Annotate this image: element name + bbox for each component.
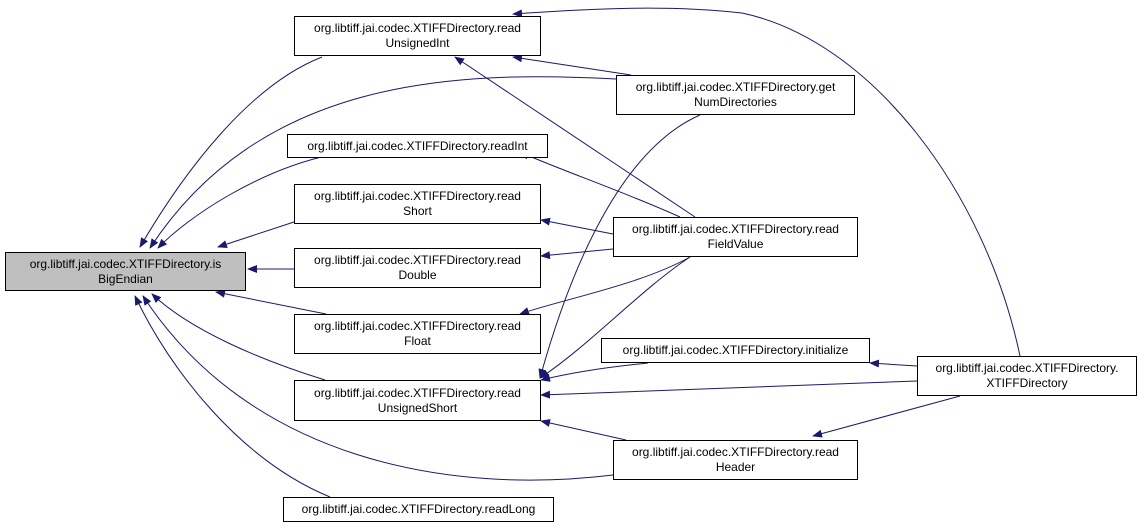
node-readUnsignedInt[interactable]: org.libtiff.jai.codec.XTIFFDirectory.rea… — [294, 16, 541, 56]
edge-readFieldValue-to-readDouble — [540, 248, 614, 260]
node-label-line: BigEndian — [98, 271, 153, 286]
node-getNumDirectories[interactable]: org.libtiff.jai.codec.XTIFFDirectory.get… — [616, 75, 855, 115]
edge-readFieldValue-to-readFloat — [519, 256, 691, 315]
node-label-line: UnsignedInt — [385, 36, 450, 50]
edge-readShort-to-isBigEndian — [217, 221, 295, 248]
node-readFloat[interactable]: org.libtiff.jai.codec.XTIFFDirectory.rea… — [294, 314, 541, 354]
edge-readFloat-to-isBigEndian — [215, 289, 327, 315]
edge-readFieldValue-to-readUnsignedShort — [539, 256, 691, 379]
node-label-line: Short — [403, 204, 432, 218]
edge-XTIFFDirectory-to-readUnsignedShort — [540, 380, 918, 399]
edge-readHeader-to-readUnsignedShort — [540, 419, 627, 441]
edge-readFieldValue-to-readShort — [540, 217, 614, 235]
node-readDouble[interactable]: org.libtiff.jai.codec.XTIFFDirectory.rea… — [294, 248, 541, 288]
node-label-line: org.libtiff.jai.codec.XTIFFDirectory.rea… — [632, 445, 839, 459]
edge-readUnsignedShort-to-isBigEndian — [151, 293, 326, 381]
node-initialize[interactable]: org.libtiff.jai.codec.XTIFFDirectory.ini… — [601, 338, 870, 363]
node-label-line: Float — [404, 334, 431, 348]
edge-readUnsignedInt-to-isBigEndian — [139, 56, 323, 248]
node-label-line: Header — [715, 460, 756, 474]
node-label-line: XTIFFDirectory — [986, 376, 1068, 390]
edge-readLong-to-isBigEndian — [134, 295, 331, 498]
edge-XTIFFDirectory-to-readUnsignedInt — [512, 7, 1021, 357]
node-readLong[interactable]: org.libtiff.jai.codec.XTIFFDirectory.rea… — [283, 497, 554, 522]
node-label-line: Double — [398, 268, 437, 282]
node-label-line: org.libtiff.jai.codec.XTIFFDirectory.rea… — [301, 502, 536, 516]
node-label-line: org.libtiff.jai.codec.XTIFFDirectory.get — [635, 80, 836, 94]
node-label-line: org.libtiff.jai.codec.XTIFFDirectory.rea… — [314, 385, 521, 400]
node-label-line: org.libtiff.jai.codec.XTIFFDirectory.rea… — [314, 21, 521, 35]
node-readUnsignedShort[interactable]: org.libtiff.jai.codec.XTIFFDirectory.rea… — [294, 380, 541, 421]
edge-readInt-to-isBigEndian — [157, 154, 331, 249]
edge-getNumDirectories-to-readUnsignedInt — [512, 54, 632, 76]
node-readShort[interactable]: org.libtiff.jai.codec.XTIFFDirectory.rea… — [294, 184, 541, 224]
edge-getNumDirectories-to-readUnsignedShort — [538, 114, 701, 379]
edge-readFieldValue-to-readInt — [519, 151, 681, 218]
node-label-line: org.libtiff.jai.codec.XTIFFDirectory.rea… — [314, 189, 521, 203]
node-label-line: UnsignedShort — [377, 400, 458, 415]
node-label-line: org.libtiff.jai.codec.XTIFFDirectory.is — [29, 256, 222, 271]
node-label-line: org.libtiff.jai.codec.XTIFFDirectory.rea… — [314, 253, 521, 267]
node-label-line: org.libtiff.jai.codec.XTIFFDirectory.rea… — [307, 138, 528, 153]
node-XTIFFDirectory[interactable]: org.libtiff.jai.codec.XTIFFDirectory.XTI… — [917, 356, 1137, 396]
node-label-line: org.libtiff.jai.codec.XTIFFDirectory.ini… — [622, 343, 849, 357]
edge-initialize-to-readUnsignedShort — [540, 362, 649, 382]
node-readInt[interactable]: org.libtiff.jai.codec.XTIFFDirectory.rea… — [287, 134, 548, 158]
node-readHeader[interactable]: org.libtiff.jai.codec.XTIFFDirectory.rea… — [613, 440, 858, 480]
node-label-line: NumDirectories — [694, 95, 777, 109]
edge-getNumDirectories-to-isBigEndian — [149, 76, 617, 249]
edge-XTIFFDirectory-to-initialize — [869, 359, 918, 368]
node-readFieldValue[interactable]: org.libtiff.jai.codec.XTIFFDirectory.rea… — [613, 217, 858, 257]
edge-readHeader-to-isBigEndian — [142, 295, 614, 481]
edge-XTIFFDirectory-to-readHeader — [812, 395, 961, 438]
node-label-line: org.libtiff.jai.codec.XTIFFDirectory.rea… — [632, 222, 839, 236]
edge-readFieldValue-to-readUnsignedInt — [454, 56, 696, 218]
node-label-line: org.libtiff.jai.codec.XTIFFDirectory.rea… — [314, 319, 521, 333]
node-label-line: org.libtiff.jai.codec.XTIFFDirectory. — [935, 361, 1119, 375]
node-label-line: FieldValue — [707, 237, 764, 251]
